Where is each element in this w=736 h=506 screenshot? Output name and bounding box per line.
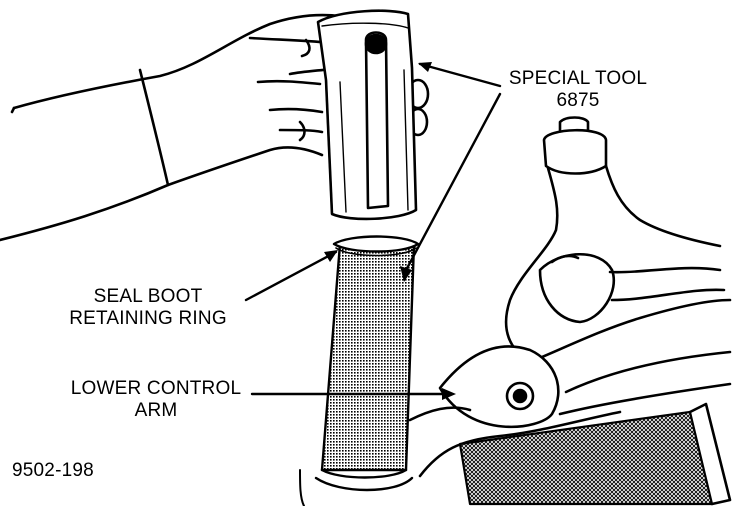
label-control-arm-line1: LOWER CONTROL xyxy=(70,378,242,399)
label-seal-boot-line2: RETAINING RING xyxy=(69,308,227,329)
label-lower-control-arm: LOWER CONTROL ARM xyxy=(56,378,256,422)
seal-boot-drawing xyxy=(314,235,420,492)
retaining-ring xyxy=(332,235,420,253)
spindle-drawing xyxy=(504,116,732,364)
label-special-tool-line2: 6875 xyxy=(556,90,600,111)
knuckle-a xyxy=(300,38,311,58)
finger-1 xyxy=(256,79,322,86)
leader-lines xyxy=(244,62,502,396)
leader-tool-upper xyxy=(418,62,502,88)
label-seal-boot-retaining-ring: SEAL BOOT RETAINING RING xyxy=(58,286,238,330)
finger-3 xyxy=(278,128,324,134)
figure-number: 9502-198 xyxy=(12,460,94,481)
label-special-tool: SPECIAL TOOL 6875 xyxy=(508,68,648,112)
upper-ball-joint xyxy=(542,128,608,175)
knuckle-b xyxy=(298,120,306,142)
leader-tool-lower xyxy=(402,92,502,276)
forearm-outline xyxy=(12,13,362,110)
sleeve-cuff xyxy=(138,68,170,187)
leader-ring xyxy=(244,250,338,302)
leader-arrowheads xyxy=(324,62,456,400)
boot-shape xyxy=(320,242,416,472)
lower-control-arm-drawing xyxy=(299,345,732,506)
label-special-tool-line1: SPECIAL TOOL xyxy=(508,68,648,89)
forearm-lower xyxy=(0,146,324,242)
arm-bolt xyxy=(505,381,535,411)
arm-body xyxy=(438,345,560,429)
tool-slot xyxy=(364,31,390,210)
finger-2 xyxy=(268,107,324,114)
label-seal-boot-line1: SEAL BOOT xyxy=(93,286,203,307)
knuckle-boss xyxy=(538,252,615,324)
label-control-arm-line2: ARM xyxy=(134,400,178,421)
special-tool-drawing xyxy=(316,9,418,221)
